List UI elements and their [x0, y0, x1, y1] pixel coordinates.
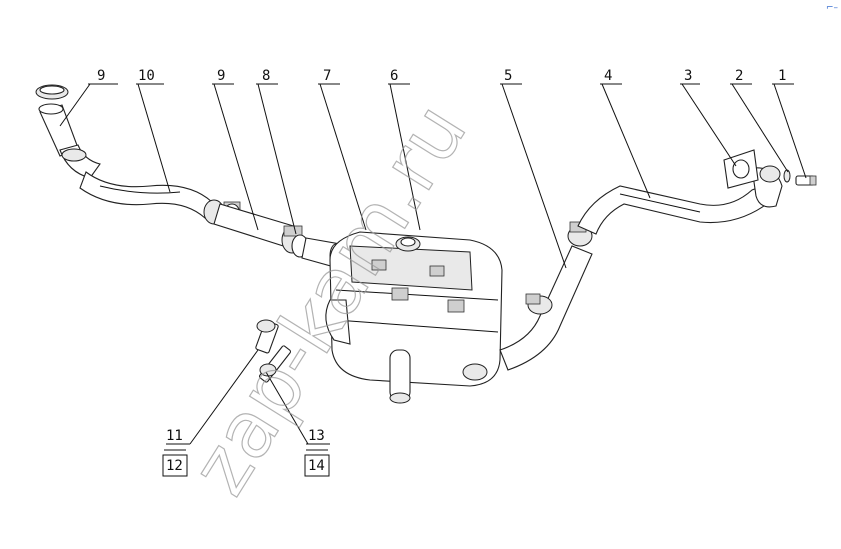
- pipe-10: [79, 171, 213, 219]
- callout-10: 10: [138, 68, 155, 84]
- callout-9-middle: 9: [217, 68, 225, 84]
- callout-13: 13: [308, 428, 325, 444]
- bolt-11-12: [255, 319, 279, 354]
- pipe-4: [577, 183, 773, 235]
- callout-2: 2: [735, 68, 743, 84]
- corner-mark: ⌐–: [826, 3, 839, 13]
- callout-12: 12: [166, 458, 183, 474]
- callout-1: 1: [778, 68, 786, 84]
- callout-4: 4: [604, 68, 612, 84]
- callout-14: 14: [308, 458, 325, 474]
- leader-lines: [59, 83, 807, 445]
- callout-labels: 9 10 9 8 7 6 5 4 3 2 1 11 12 13 14: [97, 68, 786, 477]
- callout-3: 3: [684, 68, 692, 84]
- inlet-elbow-left: [35, 84, 101, 179]
- callout-7: 7: [323, 68, 331, 84]
- gasket-3: [723, 149, 759, 189]
- outlet-elbow: [751, 165, 783, 208]
- callout-8: 8: [262, 68, 270, 84]
- callout-6: 6: [390, 68, 398, 84]
- pipe-5: [499, 245, 593, 371]
- muffler-body: [325, 231, 503, 404]
- callout-11: 11: [166, 428, 183, 444]
- callout-5: 5: [504, 68, 512, 84]
- bolt-13-14: [259, 345, 291, 383]
- callout-9-left: 9: [97, 68, 105, 84]
- washer-2: [783, 169, 791, 183]
- exhaust-assembly-drawing: [35, 84, 817, 404]
